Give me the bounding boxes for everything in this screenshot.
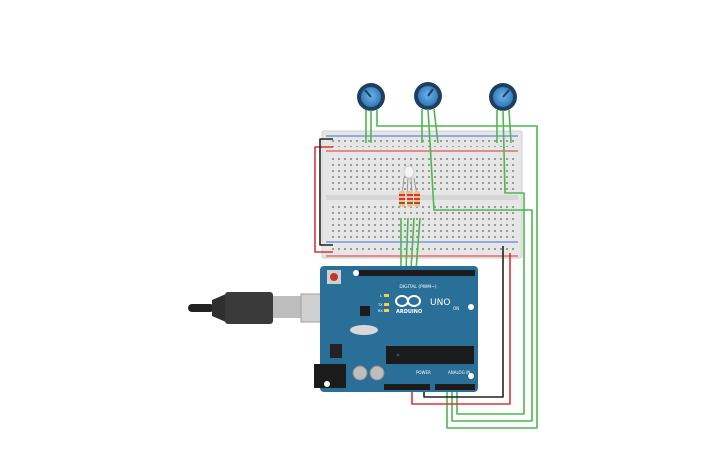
usb-plug-metal [273,296,301,318]
board-model: UNO [430,298,450,308]
rail-bottom-holes [330,245,516,253]
wire-pot3-signal[interactable] [456,109,525,415]
digital-label: DIGITAL (PWM~) [399,284,437,290]
resistors [399,191,420,207]
tx-label: TX [377,303,383,307]
capacitor-1 [352,365,368,381]
power-jack[interactable] [314,364,346,388]
mount-hole [353,270,359,276]
led-rx-icon [384,309,389,312]
board-brand: ARDUINO [396,309,422,315]
usb-cable-cord [188,304,214,312]
center-channel [326,195,518,200]
wire-5v[interactable] [411,253,511,405]
resistor-1[interactable] [399,191,405,207]
terminal-top-holes [330,156,516,192]
wire-led-blue[interactable] [410,217,415,271]
arduino-logo [395,295,421,307]
terminal-bottom-holes [330,203,516,239]
wire-gnd[interactable] [423,246,504,398]
crystal [350,325,378,335]
mount-hole [468,304,474,310]
wire-pot2-b[interactable] [433,108,439,144]
capacitor-2 [369,365,385,381]
voltage-regulator [330,344,342,358]
rail-top-holes [330,139,516,147]
wire-led-common[interactable] [415,217,421,271]
potentiometer-3[interactable] [489,83,517,111]
led-tx-icon [384,303,389,306]
analog-label: ANALOG IN [448,370,470,375]
wire-pot2-signal[interactable] [427,108,533,422]
resistor-3[interactable] [414,191,420,207]
wire-rail-red-bridge[interactable] [314,146,333,253]
l-label: L [380,294,382,298]
wire-led-green[interactable] [405,217,409,271]
wire-pot1-signal[interactable] [376,110,538,429]
atmega-chip [386,346,474,364]
usb-plug-body [225,292,273,324]
wire-rail-black-bridge[interactable] [319,138,333,246]
power-label: POWER [416,370,431,375]
mount-hole [324,381,330,387]
analog-header[interactable] [435,384,475,390]
wire-pot3-b[interactable] [508,109,512,144]
usb-strain-relief [212,294,226,322]
arduino-uno[interactable]: DIGITAL (PWM~) UNO ARDUINO ON L TX RX PO… [314,266,478,392]
on-label: ON [453,306,459,311]
breadboard[interactable] [321,130,523,259]
potentiometer-1[interactable] [357,83,385,111]
digital-header[interactable] [359,270,475,276]
mount-hole [468,373,474,379]
reset-button-icon[interactable] [330,273,338,281]
led-l-icon [384,294,389,297]
wires [314,108,538,429]
power-header[interactable] [384,384,430,390]
usb-chip [360,306,370,316]
rx-label: RX [378,309,383,313]
potentiometer-2[interactable] [414,82,442,110]
resistor-2[interactable] [407,191,413,207]
